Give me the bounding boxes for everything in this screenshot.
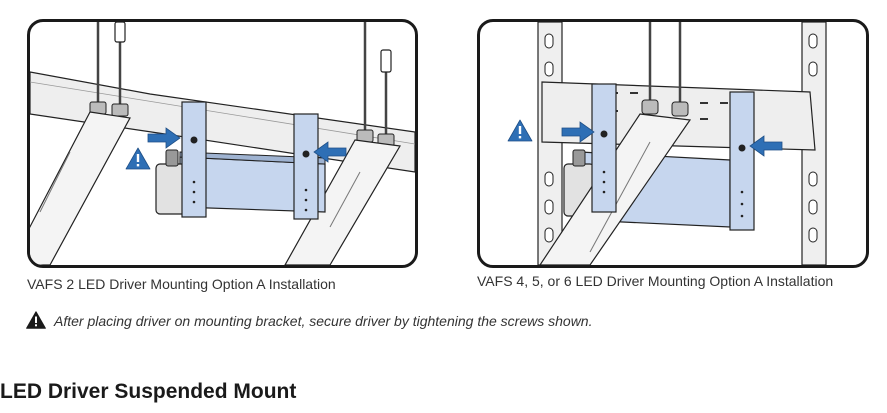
figure-vafs456-illustration bbox=[477, 19, 869, 268]
figure-caption-vafs456: VAFS 4, 5, or 6 LED Driver Mounting Opti… bbox=[477, 273, 834, 289]
vafs2-mounting-drawing bbox=[30, 22, 415, 265]
warning-icon bbox=[507, 119, 533, 142]
vafs456-mounting-drawing bbox=[507, 22, 827, 265]
figure-caption-vafs2: VAFS 2 LED Driver Mounting Option A Inst… bbox=[27, 276, 336, 292]
section-title: LED Driver Suspended Mount bbox=[0, 380, 297, 403]
warning-icon bbox=[26, 311, 46, 329]
caution-note-text: After placing driver on mounting bracket… bbox=[54, 313, 593, 329]
warning-icon bbox=[125, 147, 151, 170]
figure-vafs2-illustration bbox=[27, 19, 418, 268]
